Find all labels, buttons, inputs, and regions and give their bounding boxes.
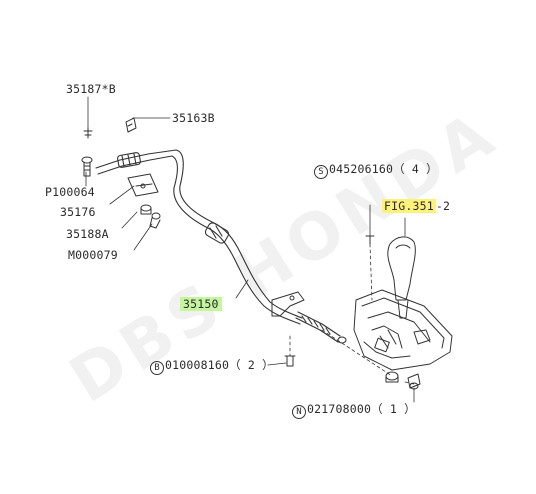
label-35188a: 35188A [66, 227, 109, 241]
nut-n [409, 382, 419, 390]
label-35150: 35150 [180, 297, 222, 311]
label-m000079: M000079 [68, 248, 118, 262]
b-circle-icon: B [150, 361, 164, 375]
s-circle-icon: S [314, 165, 328, 179]
label-p100064: P100064 [45, 185, 95, 199]
bolt-m000079 [149, 212, 161, 229]
cable-end-bracket [271, 291, 305, 317]
washer-p100064 [81, 156, 93, 177]
label-35187b: 35187*B [66, 82, 116, 96]
n-part-number: 021708000（ 1 ） [307, 402, 416, 416]
leader-lines [85, 96, 415, 403]
n-circle-icon: N [292, 405, 306, 419]
clip-35187b [83, 127, 93, 139]
shift-lever-assembly [353, 236, 453, 389]
bolt-b [284, 355, 296, 367]
fig-ref-suffix: -2 [435, 199, 451, 213]
label-35163b: 35163B [172, 111, 215, 125]
highlight-35150: 35150 [180, 297, 222, 311]
bracket-35163b [125, 117, 137, 133]
bushing-35188a [140, 204, 152, 215]
b-part-number: 010008160（ 2 ） [165, 358, 274, 372]
control-cable-35150 [95, 149, 347, 344]
dashed-alignment-lines [289, 243, 415, 385]
bracket-35176 [127, 173, 159, 197]
fig-ref-link[interactable]: FIG.351 [382, 199, 436, 213]
screw-s [365, 235, 375, 245]
label-35176: 35176 [60, 205, 96, 219]
label-fig-ref: FIG.351-2 [382, 199, 450, 213]
s-part-number: 045206160（ 4 ） [329, 162, 438, 176]
